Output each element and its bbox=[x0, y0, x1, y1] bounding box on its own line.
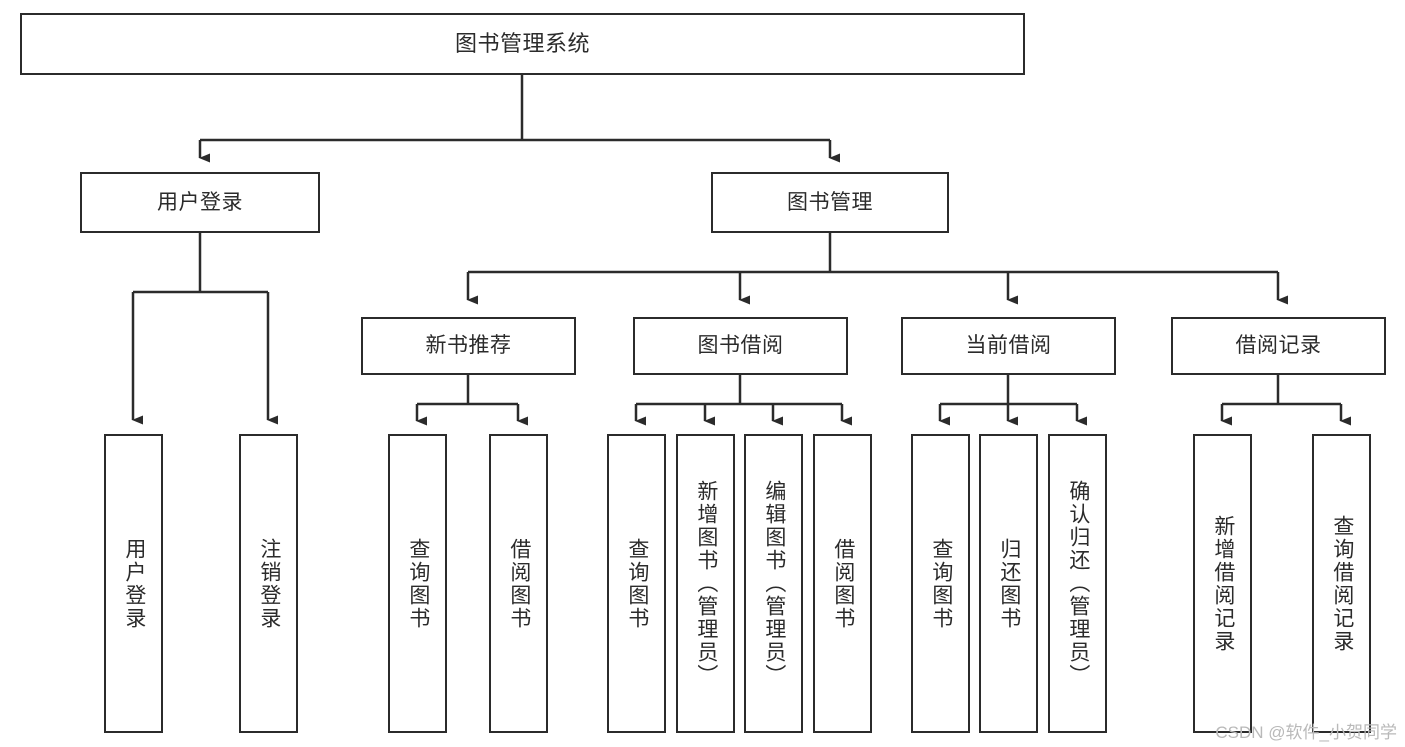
node-leaf-return-book[interactable]: 归还图书 bbox=[979, 434, 1038, 733]
node-leaf-borrow-book-newbook-label: 借阅图书 bbox=[507, 537, 531, 630]
node-new-book-recommend-label: 新书推荐 bbox=[425, 334, 512, 358]
node-leaf-query-book-newbook[interactable]: 查询图书 bbox=[388, 434, 447, 733]
node-leaf-borrow-book-newbook[interactable]: 借阅图书 bbox=[489, 434, 548, 733]
node-root-system[interactable]: 图书管理系统 bbox=[20, 13, 1025, 75]
node-leaf-query-borrow-record-label: 查询借阅记录 bbox=[1330, 514, 1354, 653]
node-leaf-query-book-current[interactable]: 查询图书 bbox=[911, 434, 970, 733]
node-leaf-user-login-label: 用户登录 bbox=[122, 537, 146, 630]
node-root-system-label: 图书管理系统 bbox=[454, 30, 590, 56]
node-book-borrow-label: 图书借阅 bbox=[697, 334, 784, 358]
node-leaf-add-book-admin-label: 新增图书（管理员） bbox=[694, 480, 718, 687]
node-leaf-query-book-current-label: 查询图书 bbox=[929, 537, 953, 630]
node-borrow-record[interactable]: 借阅记录 bbox=[1171, 317, 1386, 375]
node-leaf-confirm-return-admin[interactable]: 确认归还（管理员） bbox=[1048, 434, 1107, 733]
node-leaf-user-login[interactable]: 用户登录 bbox=[104, 434, 163, 733]
node-leaf-borrow-book[interactable]: 借阅图书 bbox=[813, 434, 872, 733]
node-leaf-add-borrow-record-label: 新增借阅记录 bbox=[1211, 514, 1235, 653]
node-leaf-add-book-admin[interactable]: 新增图书（管理员） bbox=[676, 434, 735, 733]
csdn-watermark: CSDN @软件_小贺同学 bbox=[1215, 723, 1397, 742]
node-leaf-edit-book-admin-label: 编辑图书（管理员） bbox=[762, 480, 786, 687]
node-user-login[interactable]: 用户登录 bbox=[80, 172, 320, 233]
node-leaf-logout-label: 注销登录 bbox=[257, 537, 281, 630]
node-leaf-query-book-borrow[interactable]: 查询图书 bbox=[607, 434, 666, 733]
node-leaf-query-borrow-record[interactable]: 查询借阅记录 bbox=[1312, 434, 1371, 733]
node-current-borrow[interactable]: 当前借阅 bbox=[901, 317, 1116, 375]
node-leaf-logout[interactable]: 注销登录 bbox=[239, 434, 298, 733]
node-leaf-borrow-book-label: 借阅图书 bbox=[831, 537, 855, 630]
node-current-borrow-label: 当前借阅 bbox=[965, 334, 1052, 358]
node-book-management-label: 图书管理 bbox=[787, 190, 873, 214]
node-leaf-add-borrow-record[interactable]: 新增借阅记录 bbox=[1193, 434, 1252, 733]
node-book-borrow[interactable]: 图书借阅 bbox=[633, 317, 848, 375]
node-leaf-query-book-borrow-label: 查询图书 bbox=[625, 537, 649, 630]
node-user-login-label: 用户登录 bbox=[157, 190, 243, 214]
node-borrow-record-label: 借阅记录 bbox=[1235, 334, 1322, 358]
node-leaf-edit-book-admin[interactable]: 编辑图书（管理员） bbox=[744, 434, 803, 733]
node-book-management[interactable]: 图书管理 bbox=[711, 172, 949, 233]
node-leaf-query-book-newbook-label: 查询图书 bbox=[406, 537, 430, 630]
node-leaf-confirm-return-admin-label: 确认归还（管理员） bbox=[1066, 480, 1090, 687]
node-leaf-return-book-label: 归还图书 bbox=[997, 537, 1021, 630]
node-new-book-recommend[interactable]: 新书推荐 bbox=[361, 317, 576, 375]
